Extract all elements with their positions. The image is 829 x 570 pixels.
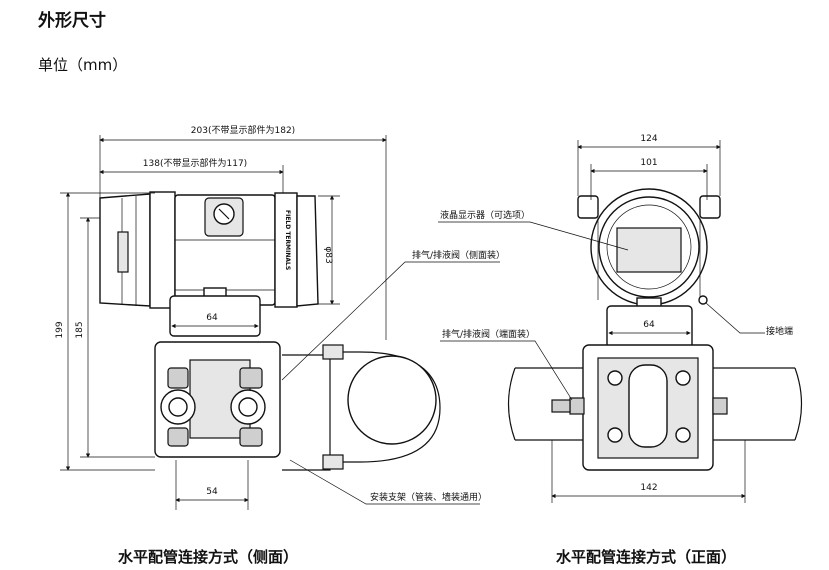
electronics-body — [174, 194, 276, 306]
unit-label: 单位（mm） — [38, 56, 128, 74]
caption-front: 水平配管连接方式（正面） — [556, 548, 736, 566]
dim-64-side: 64 — [206, 313, 218, 323]
dim-54: 54 — [206, 487, 218, 497]
callout-vent-end: 排气/排液阀（端面装） — [442, 328, 535, 340]
callout-ground: 接地端 — [766, 325, 793, 337]
caption-side: 水平配管连接方式（侧面） — [118, 548, 298, 566]
dim-185: 185 — [75, 321, 85, 338]
dim-101: 101 — [640, 158, 657, 168]
callout-lcd: 液晶显示器（可选项） — [440, 209, 530, 221]
dim-142: 142 — [640, 483, 657, 493]
callout-bracket: 安装支架（管装、墙装通用） — [370, 491, 487, 503]
front-view: 124 101 64 142 液晶显示器（可选项） 排气/排液阀（端面装） 接地… — [438, 134, 803, 566]
page-title: 外形尺寸 — [38, 11, 106, 31]
side-view: FIELD TERMINALS 203(不带 — [55, 124, 505, 566]
dim-phi83: φ83 — [323, 246, 333, 263]
pipe-circle — [347, 355, 437, 445]
sensor-block-front — [551, 344, 728, 471]
dim-138: 138(不带显示部件为117) — [143, 157, 247, 169]
display-housing — [99, 191, 176, 309]
terminal-cover: FIELD TERMINALS — [274, 192, 319, 308]
dim-124: 124 — [640, 134, 657, 144]
dim-203: 203(不带显示部件为182) — [191, 124, 295, 136]
sensor-block — [154, 341, 281, 458]
lcd-display — [590, 188, 708, 306]
callout-vent-side: 排气/排液阀（侧面装） — [412, 249, 505, 261]
field-terminals-label: FIELD TERMINALS — [284, 210, 291, 270]
dim-199: 199 — [55, 321, 65, 338]
dim-64-front: 64 — [643, 320, 655, 330]
